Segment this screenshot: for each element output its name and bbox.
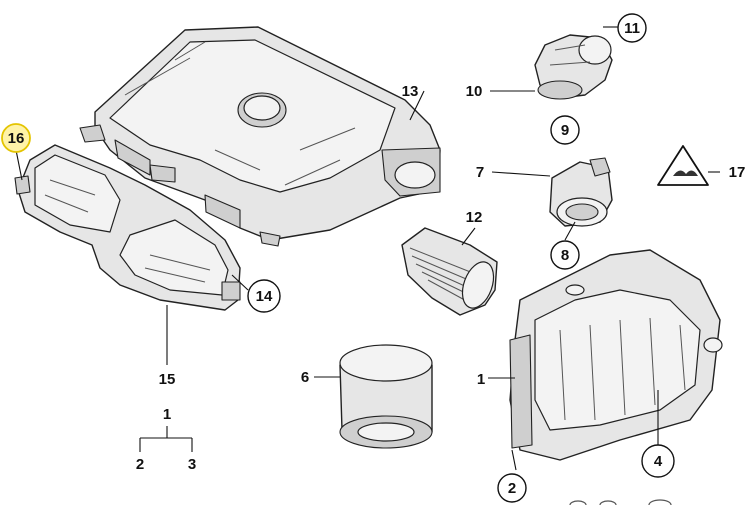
svg-text:13: 13 — [402, 83, 419, 100]
warning-label-icon — [657, 145, 709, 186]
part-intake-boot — [534, 34, 613, 100]
svg-text:6: 6 — [301, 369, 309, 386]
svg-text:14: 14 — [256, 288, 273, 305]
svg-text:2: 2 — [136, 456, 144, 473]
callout-8: 8 — [550, 240, 580, 270]
callout-1: 1 — [477, 371, 485, 388]
svg-text:10: 10 — [466, 83, 483, 100]
callout-2: 2 — [497, 473, 527, 503]
callout-11: 11 — [617, 13, 647, 43]
assembly-legend: 1 2 3 — [136, 406, 196, 473]
callout-7: 7 — [476, 164, 484, 181]
callout-17: 17 — [729, 164, 746, 181]
svg-text:1: 1 — [477, 371, 485, 388]
svg-text:3: 3 — [188, 456, 196, 473]
part-filter-housing — [509, 249, 723, 461]
svg-text:1: 1 — [163, 406, 171, 423]
part-intake-cover — [79, 26, 441, 247]
part-filter-element — [339, 344, 433, 449]
callout-4: 4 — [641, 444, 675, 478]
svg-text:7: 7 — [476, 164, 484, 181]
part-bellows — [401, 227, 498, 316]
svg-text:4: 4 — [654, 453, 663, 470]
callout-13: 13 — [402, 83, 419, 100]
svg-text:9: 9 — [561, 122, 569, 139]
svg-text:17: 17 — [729, 164, 746, 181]
leader-lines — [15, 26, 720, 471]
callout-14: 14 — [247, 279, 281, 313]
svg-text:12: 12 — [466, 209, 483, 226]
callout-9: 9 — [550, 115, 580, 145]
callout-12: 12 — [466, 209, 483, 226]
svg-text:16: 16 — [8, 130, 25, 147]
svg-text:8: 8 — [561, 247, 569, 264]
part-air-mass-meter — [549, 157, 613, 227]
cropped-bottom-icons — [569, 499, 672, 505]
callout-6: 6 — [301, 369, 309, 386]
callout-15: 15 — [159, 371, 176, 388]
svg-text:11: 11 — [624, 20, 640, 37]
callout-16: 16 — [1, 123, 31, 153]
svg-text:2: 2 — [508, 480, 516, 497]
callout-10: 10 — [466, 83, 483, 100]
part-air-duct — [14, 144, 241, 311]
svg-text:15: 15 — [159, 371, 176, 388]
